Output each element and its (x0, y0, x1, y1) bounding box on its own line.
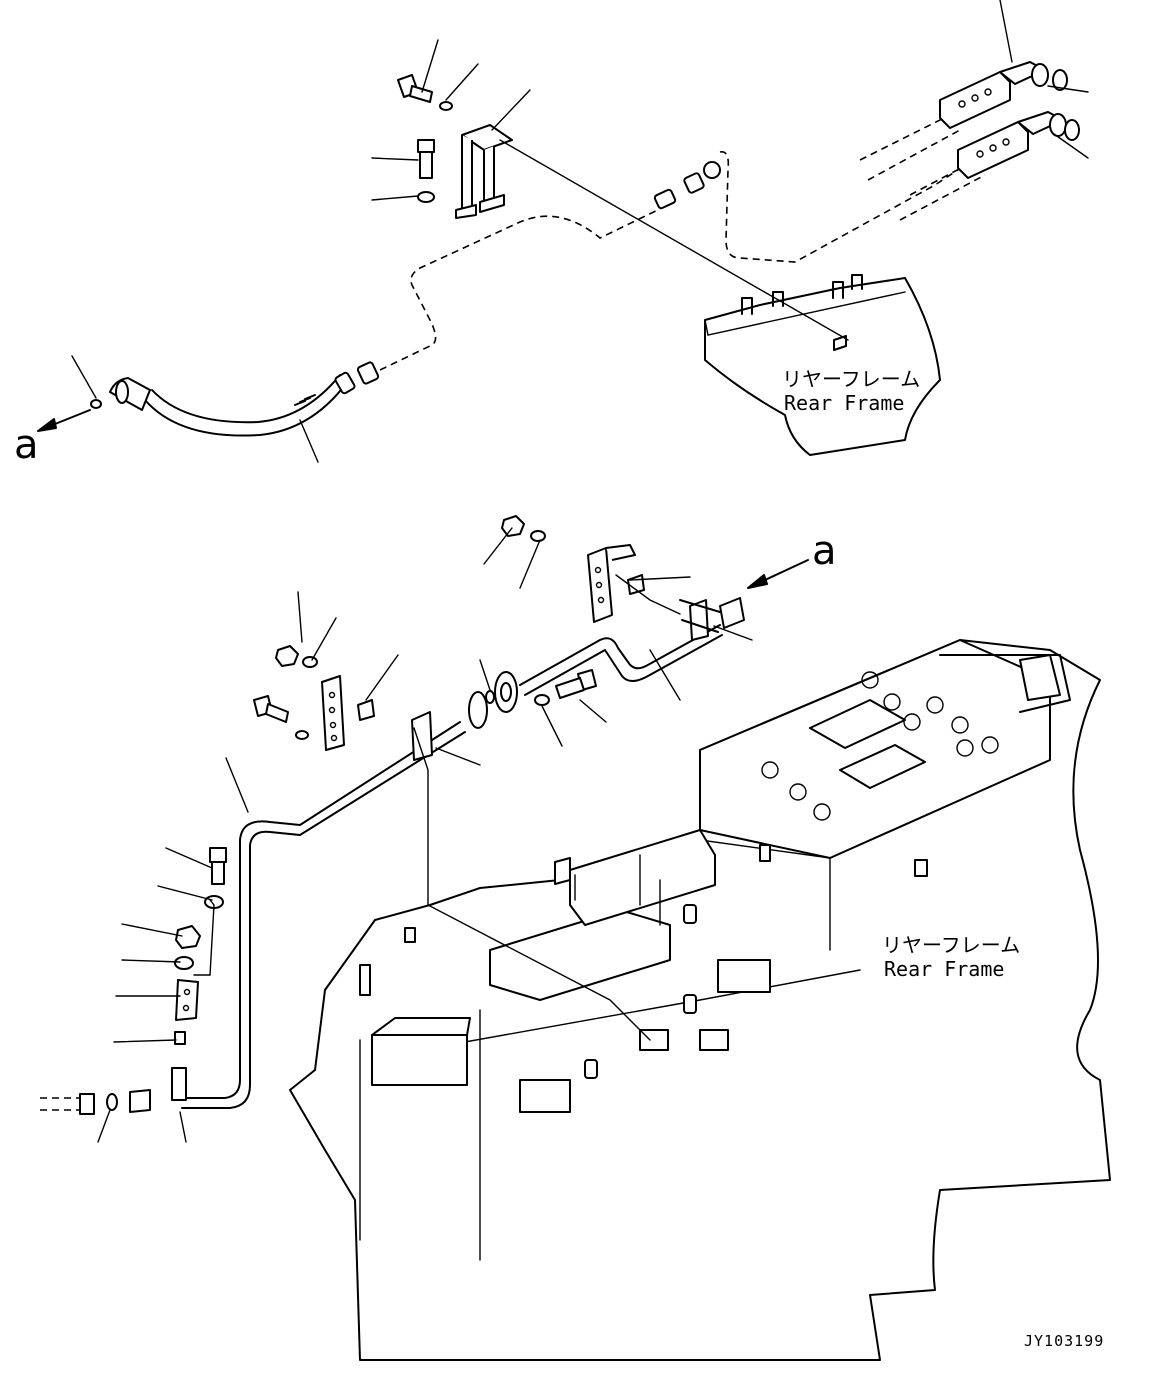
nut-2 (275, 645, 299, 667)
bolt-left (253, 695, 289, 723)
washer-4 (534, 694, 550, 706)
rear-frame-outline-bottom (289, 639, 1111, 1361)
frame-label-jp-bottom: リヤーフレーム (882, 933, 1020, 957)
bracket-top (455, 124, 513, 219)
bolt-mid (555, 669, 597, 699)
washer-2 (302, 656, 318, 668)
washer-3 (295, 730, 309, 740)
top-assembly: リヤーフレーム Rear Frame (14, 0, 1089, 468)
clamp-1 (411, 711, 433, 761)
plate-bracket-right (587, 544, 636, 623)
sleeve-column (174, 1031, 186, 1045)
washer-column-2 (174, 956, 194, 970)
bolt-column-1 (209, 847, 227, 885)
nut-1 (501, 515, 525, 537)
drawing-code: JY103199 (1024, 1332, 1104, 1350)
valve-block-lower (957, 111, 1080, 179)
frame-label-jp-top: リヤーフレーム (782, 367, 920, 391)
clamp-2 (689, 599, 709, 641)
rear-frame-outline-top (704, 277, 941, 456)
washer-top-2 (417, 191, 435, 203)
valve-block-upper (939, 61, 1068, 129)
plate-bracket-left (321, 675, 345, 751)
washer-top-1 (439, 101, 453, 111)
main-tube (181, 624, 721, 1099)
frame-label-en-top: Rear Frame (784, 391, 904, 415)
hose-upper-right (719, 151, 986, 263)
bolt-top-2 (417, 139, 435, 179)
hose-upper (379, 204, 669, 371)
connector-label-top: a (14, 422, 39, 468)
hose-lower (144, 384, 346, 437)
o-ring-top (90, 399, 102, 409)
bolt-top-1 (397, 74, 433, 103)
plate-small (175, 979, 199, 1021)
washer-1 (530, 530, 546, 542)
clip-left (357, 699, 375, 721)
clip-right (627, 574, 645, 595)
bottom-assembly: リヤーフレーム Rear Frame (40, 515, 1111, 1361)
tee-fitting (171, 1067, 187, 1101)
fitting-upper-1 (356, 361, 380, 385)
frame-label-en-bottom: Rear Frame (884, 957, 1004, 981)
nut-column (175, 925, 201, 949)
o-ring-flange (485, 690, 495, 704)
connector-label-bottom: a (812, 528, 837, 574)
flange-left (468, 691, 488, 729)
